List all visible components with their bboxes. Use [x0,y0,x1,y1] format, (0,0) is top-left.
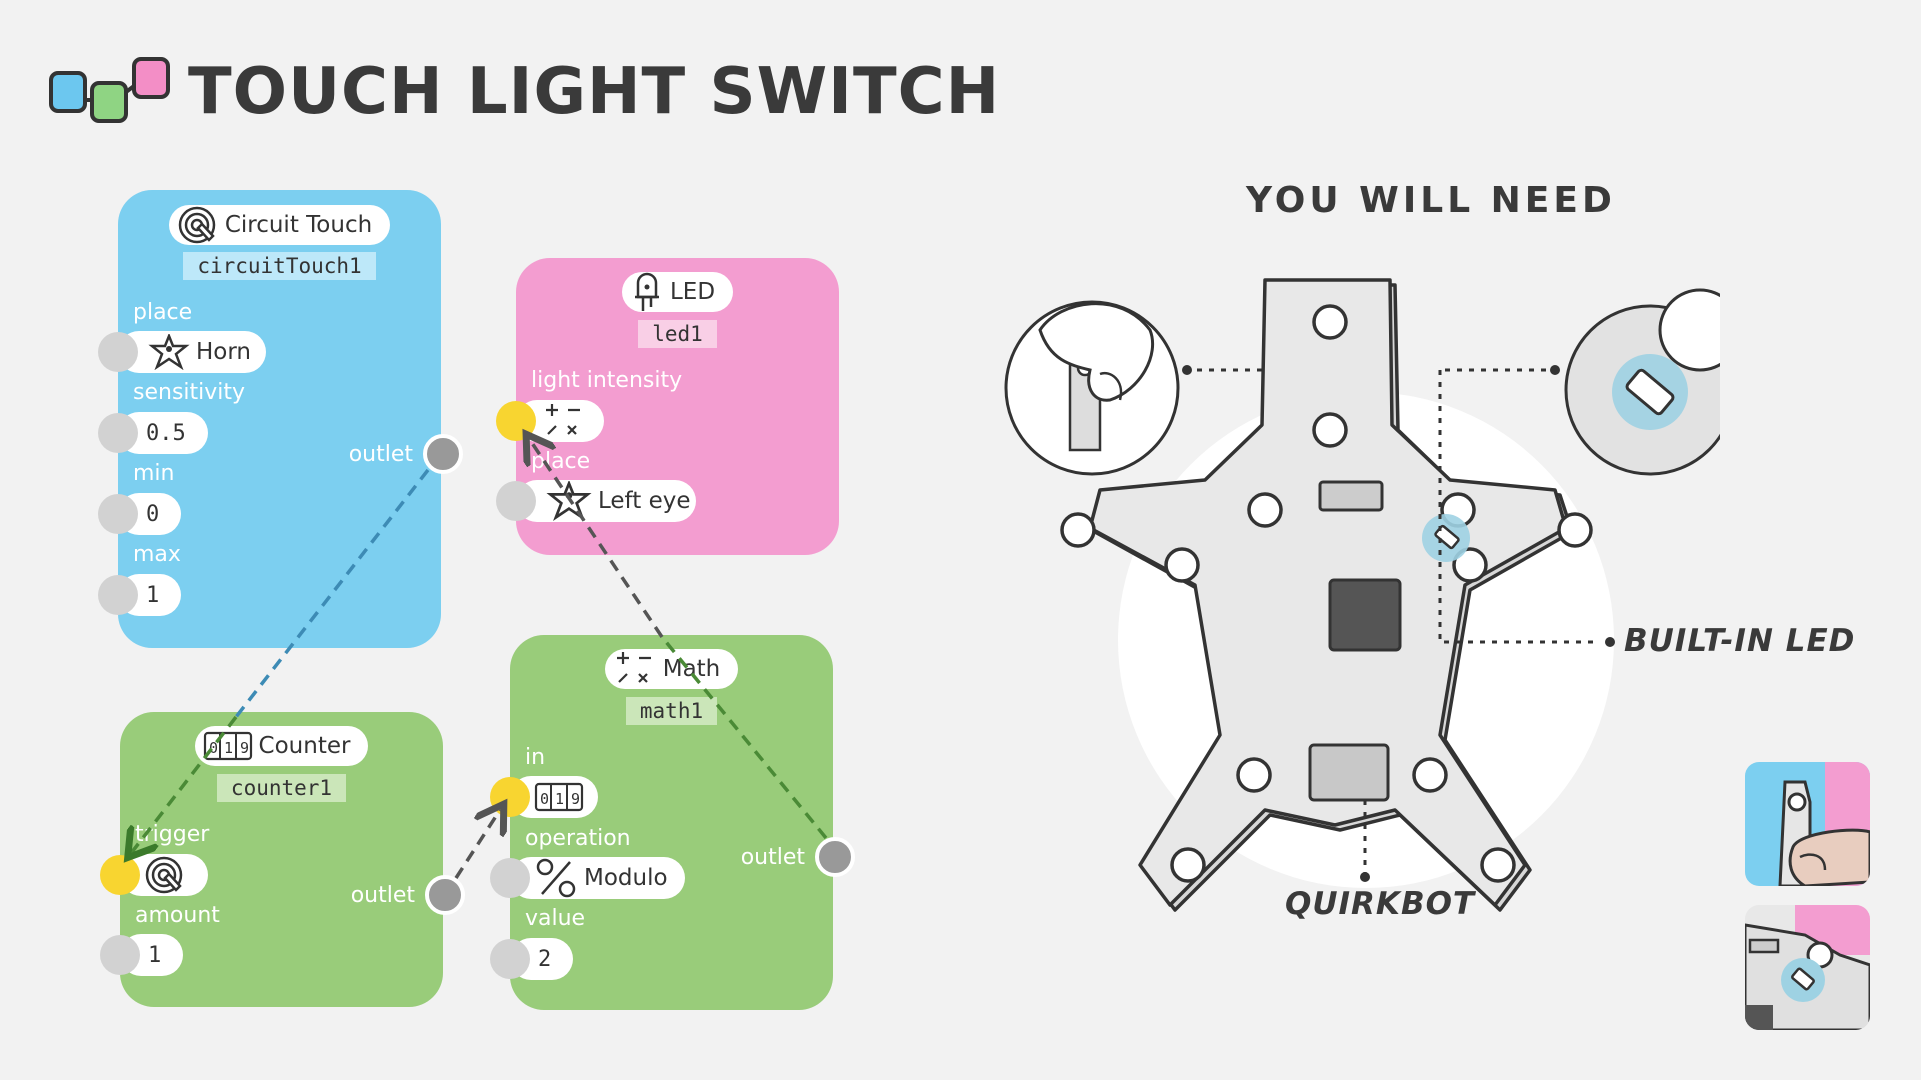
built-in-led-label: BUILT-IN LED [1624,623,1856,659]
circuit-touch-outlet-group[interactable]: outlet [349,434,463,474]
math-outlet[interactable] [815,837,855,877]
svg-text:1: 1 [555,790,564,808]
led-thumbnail-image [1745,905,1870,1030]
circuit-touch-title[interactable]: Circuit Touch [168,205,391,245]
touch-icon [178,206,216,244]
sensitivity-inlet[interactable] [98,413,138,453]
light-intensity-input[interactable] [496,400,604,442]
trigger-inlet[interactable] [100,855,140,895]
touch-icon [145,856,183,894]
quirkbot-place-icon [148,334,190,370]
svg-text:9: 9 [240,739,249,757]
circuit-touch-id: circuitTouch1 [183,252,376,280]
quirkbot-place-icon [546,481,592,521]
led-icon [634,272,659,311]
in-inlet[interactable] [490,777,530,817]
outlet-label: outlet [740,844,805,870]
in-label: in [525,745,546,770]
led-place-inlet[interactable] [496,481,536,521]
operation-input[interactable]: Modulo [490,857,685,899]
led-node[interactable]: LED led1 light intensity place Left eye [496,258,839,555]
amount-label: amount [135,903,220,928]
amount-inlet[interactable] [100,935,140,975]
amount-input[interactable]: 1 [100,934,184,976]
min-input[interactable]: 0 [98,493,182,535]
trigger-input[interactable] [100,854,208,896]
math-title[interactable]: Math [604,649,739,689]
light-intensity-label: light intensity [531,368,683,393]
quirkbot-board-illustration [1004,278,1720,912]
circuit-touch-outlet[interactable] [423,434,463,474]
max-label: max [133,542,181,567]
svg-text:0: 0 [209,739,218,757]
led-title[interactable]: LED [621,272,734,312]
counter-id: counter1 [216,774,347,802]
place-label: place [133,300,193,325]
place-inlet[interactable] [98,332,138,372]
outlet-label: outlet [348,441,413,467]
svg-text:9: 9 [571,790,580,808]
min-inlet[interactable] [98,494,138,534]
place-input[interactable]: Horn [98,331,266,373]
led-id: led1 [638,320,717,348]
quirkbot-logo [49,57,170,123]
light-intensity-inlet[interactable] [496,401,536,441]
you-will-need-heading: YOU WILL NEED [1246,180,1616,221]
touch-detail-circle [1004,300,1180,476]
svg-text:0: 0 [540,790,549,808]
value-label: value [525,906,586,931]
math-icon [546,404,580,435]
math-id: math1 [625,697,718,725]
counter-outlet-group[interactable]: outlet [351,875,465,915]
led-place-label: place [531,449,591,474]
value-input[interactable]: 2 [490,938,574,980]
outlet-label: outlet [350,882,415,908]
sensitivity-input[interactable]: 0.5 [98,412,208,454]
led-detail-circle [1564,288,1720,476]
trigger-label: trigger [135,822,210,847]
value-inlet[interactable] [490,939,530,979]
math-icon [616,652,651,683]
max-inlet[interactable] [98,575,138,615]
min-label: min [133,461,175,486]
math-outlet-group[interactable]: outlet [741,837,855,877]
svg-text:1: 1 [224,739,233,757]
max-input[interactable]: 1 [98,574,182,616]
quirkbot-label: QUIRKBOT [1285,886,1476,922]
page-title: TOUCH LIGHT SWITCH [188,55,1001,129]
touch-thumbnail-image [1778,762,1870,886]
operation-inlet[interactable] [490,858,530,898]
led-place-input[interactable]: Left eye [496,480,696,522]
counter-outlet[interactable] [425,875,465,915]
circuit-touch-node[interactable]: Circuit Touch circuitTouch1 place Horn s… [98,190,463,648]
touch-thumbnail[interactable] [1745,762,1870,886]
modulo-icon [536,858,576,898]
operation-label: operation [525,826,631,851]
led-thumbnail[interactable] [1745,905,1870,1030]
sensitivity-label: sensitivity [133,380,246,405]
